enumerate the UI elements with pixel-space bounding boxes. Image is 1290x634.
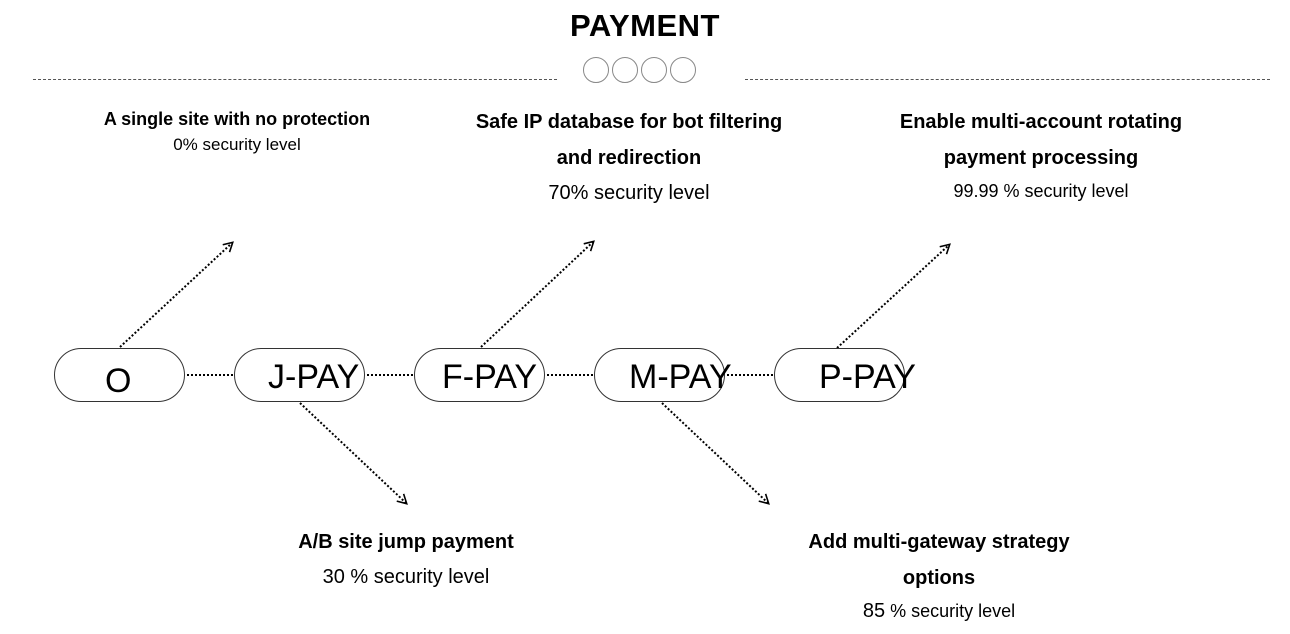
security-level: 70% security level [548, 182, 710, 204]
security-level: 99.99 % security level [953, 181, 1129, 201]
annotation-m-pay: Add multi-gateway strategy options 85 % … [739, 524, 1139, 626]
annotation-o: A single site with no protection 0% secu… [77, 106, 397, 158]
arrow-mpay-down [661, 402, 770, 505]
security-level: 85 % security level [739, 596, 1139, 626]
stage-label: O [105, 362, 132, 400]
arrow-ppay-up [836, 243, 951, 349]
stage-label: J-PAY [268, 358, 360, 396]
step-indicators [583, 57, 696, 83]
header-rule-right [745, 79, 1270, 80]
stage-label: F-PAY [442, 358, 538, 396]
step-indicator [670, 57, 696, 83]
stage-o: O [54, 348, 185, 402]
annotation-heading: A/B site jump payment [298, 531, 514, 553]
step-indicator [612, 57, 638, 83]
page-title: PAYMENT [570, 8, 720, 43]
stage-p-pay: P-PAY [774, 348, 916, 402]
annotation-heading: Enable multi-account rotating [899, 111, 1183, 133]
arrow-fpay-up [480, 240, 595, 348]
stage-f-pay: F-PAY [414, 348, 545, 402]
annotation-heading: A single site with no protection [103, 109, 371, 129]
annotation-p-pay: Enable multi-account rotating payment pr… [841, 104, 1241, 206]
annotation-heading: and redirection [556, 147, 702, 169]
arrow-jpay-down [299, 402, 408, 505]
header-rule-left [33, 79, 557, 80]
arrow-o-up [119, 241, 234, 348]
annotation-heading: Safe IP database for bot filtering [475, 111, 783, 133]
step-indicator [641, 57, 667, 83]
annotation-heading: options [902, 567, 976, 589]
annotation-f-pay: Safe IP database for bot filtering and r… [429, 104, 829, 210]
step-indicator [583, 57, 609, 83]
annotation-heading: Add multi-gateway strategy [808, 531, 1070, 553]
security-level: 30 % security level [322, 566, 490, 588]
security-value: 85 [862, 600, 886, 622]
stage-label: P-PAY [819, 358, 916, 396]
annotation-heading: payment processing [943, 147, 1139, 169]
security-level: 0% security level [173, 135, 301, 154]
security-suffix: % security level [885, 601, 1016, 621]
stage-m-pay: M-PAY [594, 348, 732, 402]
stage-label: M-PAY [629, 358, 732, 396]
annotation-j-pay: A/B site jump payment 30 % security leve… [256, 524, 556, 594]
stage-j-pay: J-PAY [234, 348, 365, 402]
